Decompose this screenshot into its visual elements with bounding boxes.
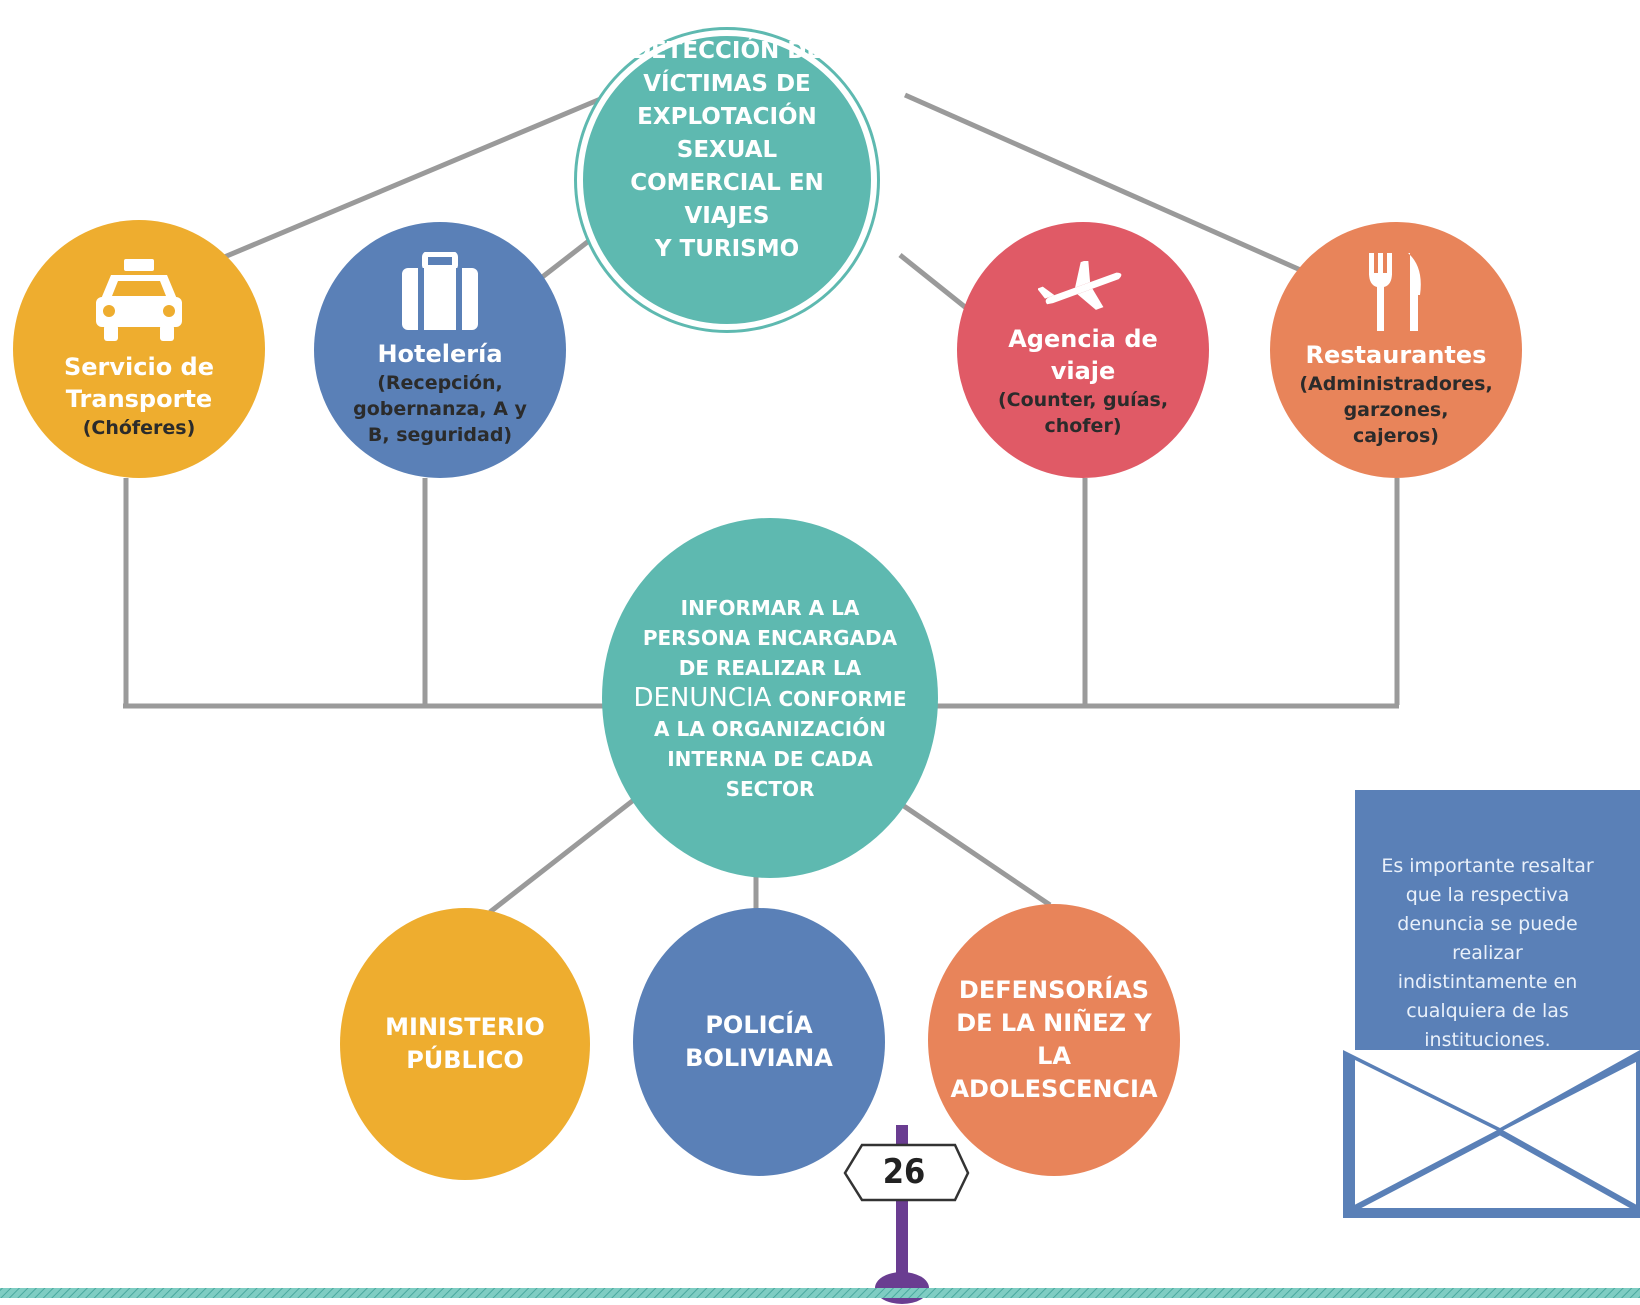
action-highlight-word: DENUNCIA	[633, 682, 772, 713]
institution-label: LA	[1037, 1042, 1071, 1070]
airplane-icon	[1038, 261, 1122, 310]
action-line: INTERNA DE CADA	[667, 746, 873, 771]
sector-title: Hotelería	[377, 340, 503, 368]
taxi-icon	[96, 259, 182, 341]
sector-title: viaje	[1050, 357, 1116, 385]
sector-detail: (Administradores,	[1299, 373, 1493, 395]
institution-label: ADOLESCENCIA	[950, 1075, 1158, 1103]
page-number: 26	[882, 1152, 926, 1192]
sector-detail: garzones,	[1343, 399, 1449, 421]
sector-detail: (Counter, guías,	[997, 389, 1169, 411]
connector-top-to-restaurant	[903, 92, 1307, 275]
root-circle: DETECCIÓN DE VÍCTIMAS DE EXPLOTACIÓN SEX…	[577, 30, 877, 330]
action-line: INFORMAR A LA	[680, 595, 860, 620]
action-line: A LA ORGANIZACIÓN	[654, 716, 886, 741]
institution-label: POLICÍA	[705, 1011, 813, 1039]
sector-travel-agency: Agencia de viaje (Counter, guías, chofer…	[957, 222, 1209, 478]
root-line: DETECCIÓN DE	[631, 37, 823, 64]
root-line: EXPLOTACIÓN SEXUAL	[637, 103, 817, 163]
action-text: INFORMAR A LA PERSONA ENCARGADA DE REALI…	[633, 593, 906, 804]
sector-transport: Servicio de Transporte (Chóferes)	[13, 220, 265, 478]
root-title: DETECCIÓN DE VÍCTIMAS DE EXPLOTACIÓN SEX…	[609, 35, 845, 266]
note-line: indistintamente en	[1397, 971, 1578, 993]
connector-mid-to-ministry	[488, 793, 642, 914]
sector-detail: (Recepción,	[377, 372, 503, 394]
suitcase-icon	[402, 252, 478, 330]
note-box: Es importante resaltar que la respectiva…	[1355, 790, 1640, 1051]
sector-title: Restaurantes	[1305, 341, 1487, 369]
action-line: PERSONA ENCARGADA	[642, 625, 898, 650]
institution-label: MINISTERIO	[385, 1013, 545, 1041]
sector-detail: gobernanza, A y	[353, 398, 527, 420]
institution-label: DEFENSORÍAS	[958, 976, 1150, 1004]
note-line: que la respectiva	[1405, 884, 1570, 906]
sector-title: Agencia de	[1008, 325, 1158, 353]
root-line: COMERCIAL EN VIAJES	[630, 169, 824, 229]
note-line: Es importante resaltar	[1381, 855, 1594, 877]
fork-knife-icon	[1369, 253, 1421, 331]
institution-police: POLICÍA BOLIVIANA	[633, 908, 885, 1176]
action-line-rest: CONFORME	[771, 686, 907, 711]
note-line: instituciones.	[1424, 1029, 1551, 1051]
footer-band	[0, 1288, 1640, 1298]
connector-mid-to-defense	[893, 797, 1052, 908]
institution-label: DE LA NIÑEZ Y	[956, 1009, 1152, 1037]
sector-restaurants: Restaurantes (Administradores, garzones,…	[1270, 222, 1522, 478]
sector-detail: chofer)	[1044, 415, 1122, 437]
note-line: cualquiera de las	[1406, 1000, 1569, 1022]
sector-detail: cajeros)	[1353, 425, 1439, 447]
institution-label: BOLIVIANA	[685, 1044, 833, 1072]
root-line: Y TURISMO	[654, 235, 800, 262]
sector-detail: (Chóferes)	[82, 417, 196, 439]
action-circle: INFORMAR A LA PERSONA ENCARGADA DE REALI…	[602, 518, 938, 878]
note-text: Es importante resaltar que la respectiva…	[1375, 852, 1600, 1055]
institution-ministry: MINISTERIO PÚBLICO	[340, 908, 590, 1180]
connector-top-to-travel	[898, 253, 977, 317]
note-line: denuncia se puede	[1397, 913, 1578, 935]
action-line: SECTOR	[725, 776, 815, 801]
sector-title: Servicio de	[63, 353, 215, 381]
action-line: DENUNCIA CONFORME	[633, 683, 906, 714]
institution-child-defense: DEFENSORÍAS DE LA NIÑEZ Y LA ADOLESCENCI…	[928, 904, 1180, 1176]
connector-top-to-taxi	[221, 92, 611, 261]
note-line: realizar	[1452, 942, 1523, 964]
envelope-icon	[1343, 1050, 1640, 1218]
action-line: DE REALIZAR LA	[678, 655, 862, 680]
institution-label: PÚBLICO	[406, 1046, 524, 1074]
root-line: VÍCTIMAS DE	[643, 70, 811, 97]
sector-title: Transporte	[65, 385, 213, 413]
sector-hotel: Hotelería (Recepción, gobernanza, A y B,…	[314, 222, 566, 478]
sector-detail: B, seguridad)	[367, 424, 513, 446]
